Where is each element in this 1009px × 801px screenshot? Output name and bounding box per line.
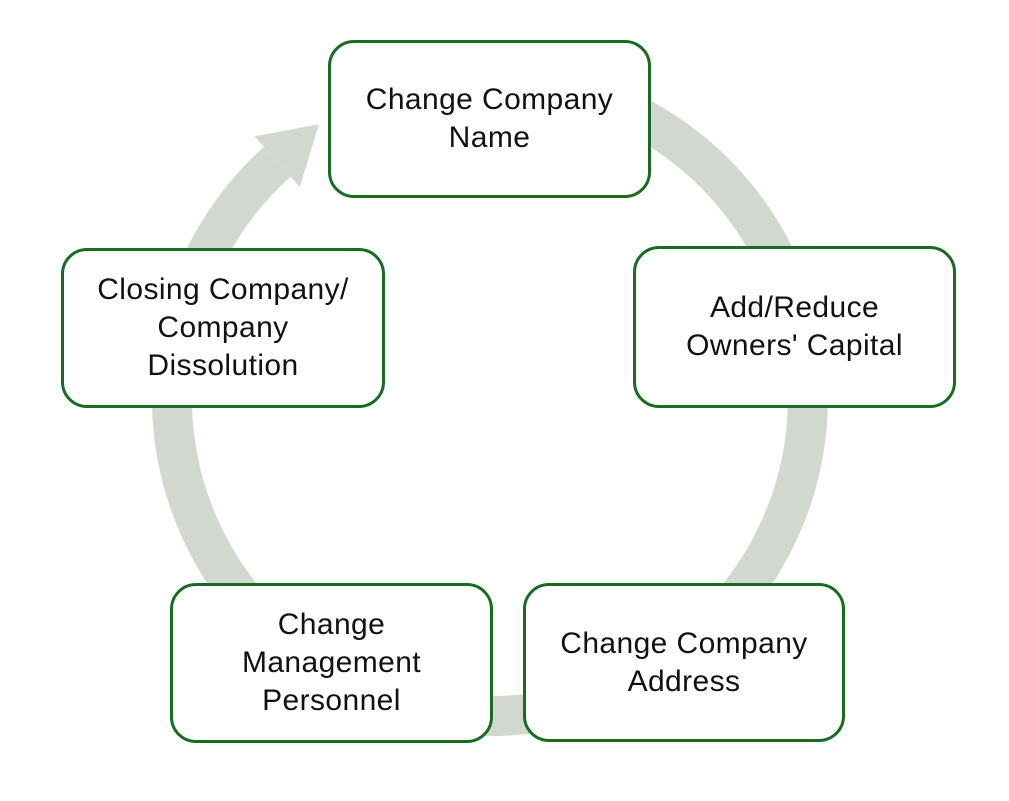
node-label: Closing Company/ Company Dissolution [97,273,349,382]
node-label: Add/Reduce Owners' Capital [686,291,903,362]
node-add-reduce-owners-capital: Add/Reduce Owners' Capital [633,246,956,408]
node-label: Change Management Personnel [241,608,422,717]
node-label: Change Company Address [560,626,808,698]
node-change-company-address: Change Company Address [523,583,845,742]
node-change-company-name: Change Company Name [328,40,651,198]
node-change-management-personnel: Change Management Personnel [170,583,493,743]
cycle-arrow-head [254,124,319,187]
node-closing-company-dissolution: Closing Company/ Company Dissolution [61,248,385,408]
node-label: Change Company Name [365,83,614,154]
